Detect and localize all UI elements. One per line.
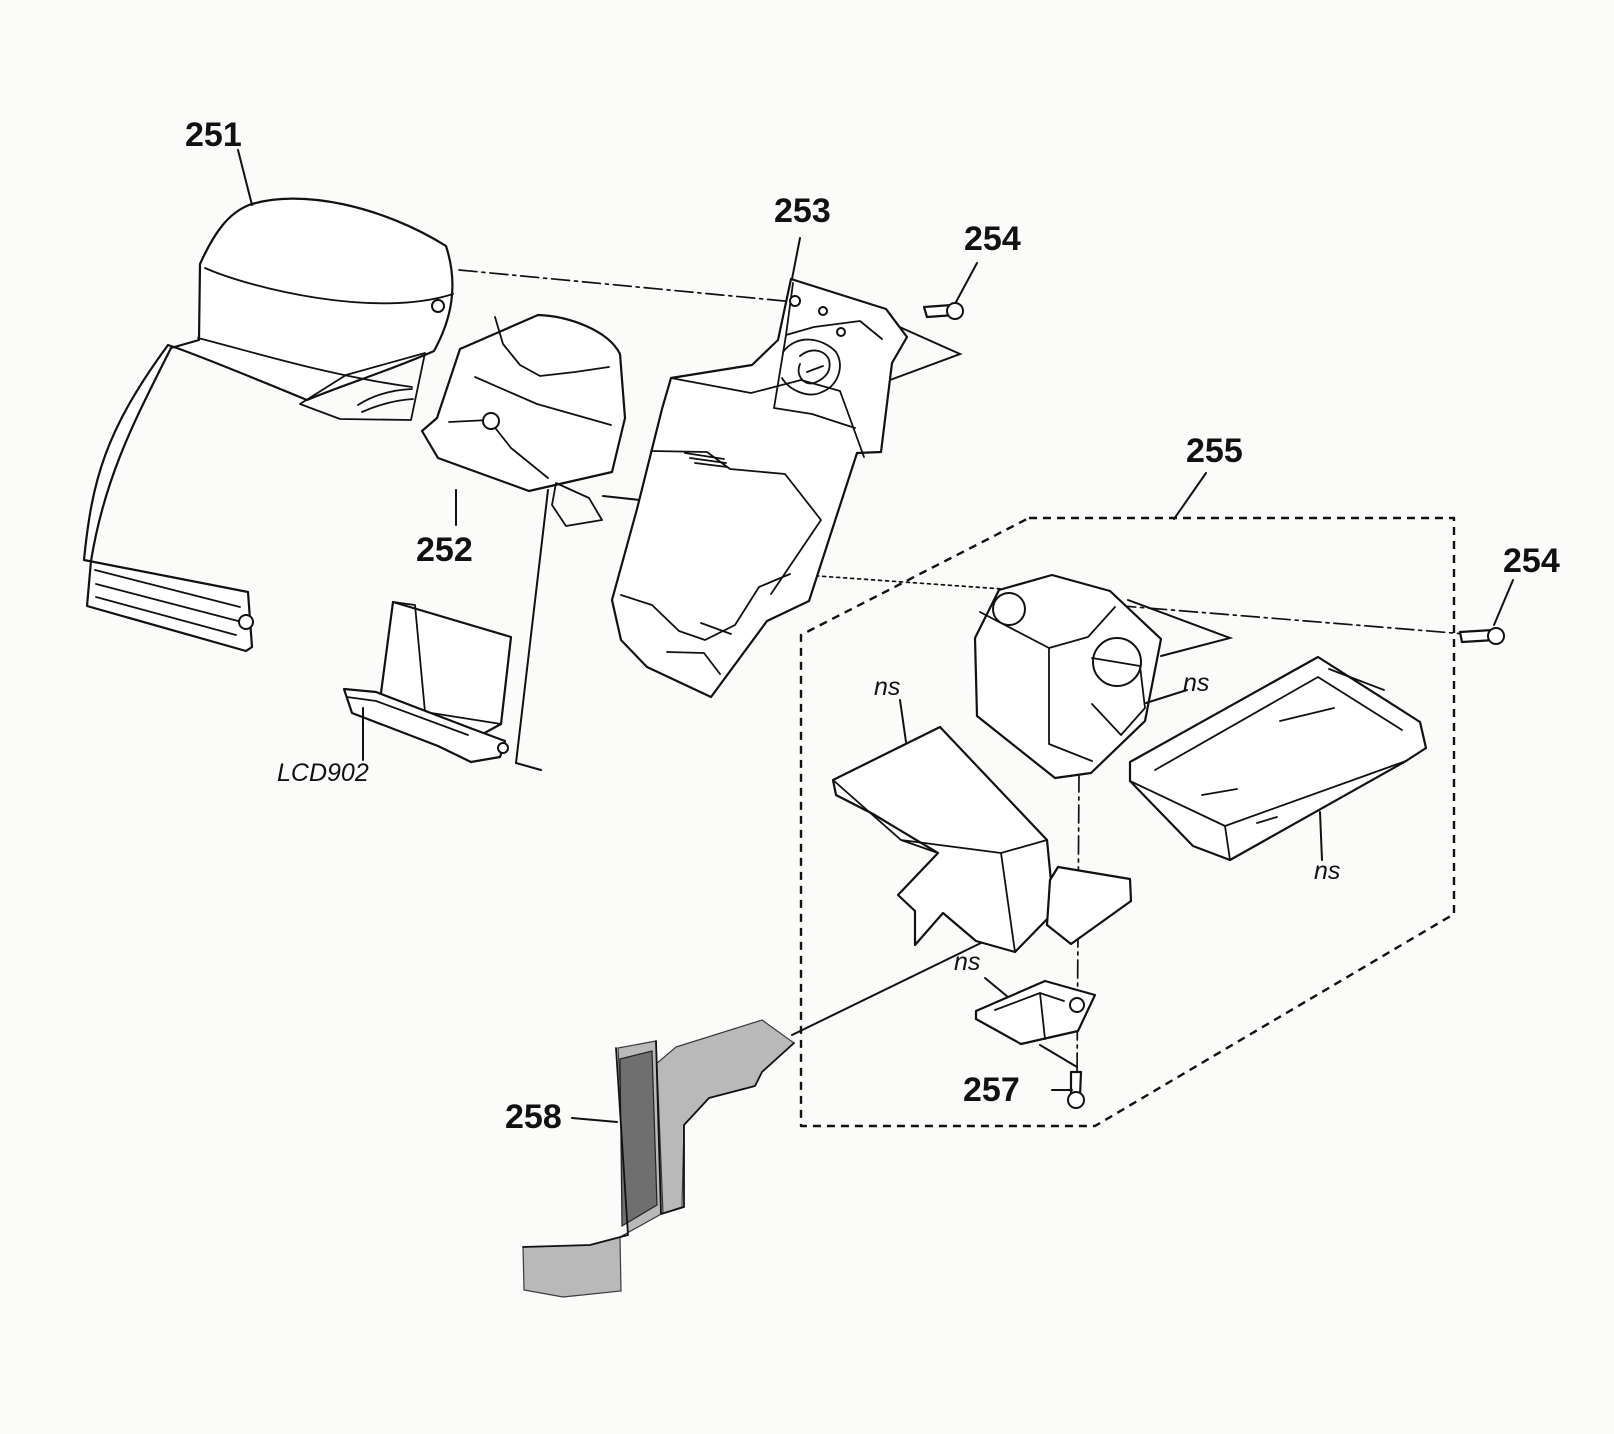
bracket-252-connector [551, 482, 603, 527]
part-254-top-screw [922, 302, 964, 320]
assembly-255-bottom-bracket [974, 979, 1097, 1046]
assembly-255-tray-folds [832, 779, 1048, 953]
screw-257-head [1067, 1091, 1085, 1109]
frame-253-upper-cut [773, 282, 883, 429]
callout-255: 255 [1186, 432, 1243, 470]
callout-labels: 251 252 253 254 255 254 257 258 LCD902 n… [185, 116, 1560, 1136]
cover-251-side-panel [299, 352, 426, 421]
leader-255 [1173, 472, 1207, 520]
screw-254-top-head [946, 302, 964, 320]
label-ns-3: ns [1314, 857, 1340, 885]
part-258-ribbon-cable [522, 1019, 795, 1298]
screw-triangle-right [1127, 599, 1234, 657]
ribbon-258-outline-left [522, 1047, 629, 1248]
leader-ns-1 [899, 699, 907, 743]
assembly-255-plate-slots [1201, 668, 1385, 824]
callout-253: 253 [774, 192, 831, 230]
frame-253-small-hole-1 [836, 327, 846, 337]
ribbon-258-dark-shade [619, 1050, 658, 1228]
leader-253 [791, 237, 801, 280]
callout-251: 251 [185, 116, 242, 154]
callout-258: 258 [505, 1098, 562, 1136]
frame-253-lower-edge [620, 573, 791, 641]
assembly-255-plate-edges [1129, 676, 1407, 861]
label-ns-2: ns [1183, 669, 1209, 697]
cover-251-outline [82, 197, 454, 653]
part-251-cover [82, 197, 454, 653]
cover-251-screw-hole [431, 299, 445, 313]
assembly-255-components [831, 573, 1428, 1046]
assembly-255-bottom-hole [1069, 997, 1085, 1013]
bracket-252-side-edge [474, 376, 612, 426]
leader-254-right [1493, 579, 1514, 626]
frame-253-screw-hole [789, 295, 801, 307]
leader-ns-2 [1145, 689, 1188, 704]
frame-253-small-hole-2 [818, 306, 828, 316]
ribbon-258-outline-right [655, 1040, 795, 1215]
frame-253-middle-plane [650, 450, 822, 595]
frame-253-back-plane [670, 377, 865, 458]
cover-251-bottom-lines [94, 569, 241, 636]
bottom-plate-leader [1039, 1044, 1078, 1068]
leader-251 [237, 149, 253, 206]
label-lcd902: LCD902 [277, 759, 369, 787]
callout-257: 257 [963, 1071, 1020, 1109]
callout-252: 252 [416, 531, 473, 569]
frame-253-ribs [684, 452, 728, 468]
lcd902-mounting-hole [497, 742, 509, 754]
assembly-255-round-boss-left [992, 592, 1026, 626]
lcd902-base [342, 687, 507, 764]
callout-254-top: 254 [964, 220, 1021, 258]
assembly-255-dashed-group [799, 516, 1456, 1128]
dash-dot-line-251-to-253 [458, 269, 796, 303]
screw-254-right-head [1487, 627, 1505, 645]
assembly-255-upper-edges [979, 606, 1116, 762]
leader-ns-4 [984, 977, 1009, 998]
label-ns-4: ns [954, 948, 980, 976]
label-ns-1: ns [874, 673, 900, 701]
cover-251-top-band [204, 267, 454, 305]
part-253-frame [610, 277, 909, 699]
part-254-right-screw [1458, 627, 1505, 645]
cover-251-grille-lines [357, 388, 414, 413]
bracket-252-outline [420, 313, 627, 493]
part-257-screw [1067, 1070, 1085, 1109]
bracket-252-top-ring [494, 316, 610, 377]
callout-leaders [237, 149, 1514, 1123]
assembly-255-right-clamp [1045, 865, 1133, 946]
cover-251-bottom-screw-hole [238, 614, 254, 630]
assembly-255-boundary [799, 516, 1456, 1128]
part-lcd902-module [342, 600, 513, 764]
cover-251-middle-band [197, 337, 413, 388]
leader-254-top [955, 262, 978, 303]
callout-254-right: 254 [1503, 542, 1560, 580]
frame-253-bottom-details [666, 622, 732, 675]
lcd-link-leader [514, 489, 549, 771]
bracket-252-lower-edge [448, 419, 549, 479]
frame-253-gear-detail [797, 349, 831, 385]
part-252-bracket [420, 313, 627, 527]
assembly-255-side-plate [1091, 657, 1146, 736]
leader-ns-3 [1319, 811, 1323, 861]
lcd902-base-line [346, 696, 469, 736]
assembly-255-bottom-bracket-edge [994, 992, 1065, 1040]
frame-253-gear-window [781, 338, 841, 396]
leader-258 [571, 1117, 618, 1123]
bracket-252-hole [482, 412, 500, 430]
assembly-255-folded-tray [831, 725, 1056, 954]
